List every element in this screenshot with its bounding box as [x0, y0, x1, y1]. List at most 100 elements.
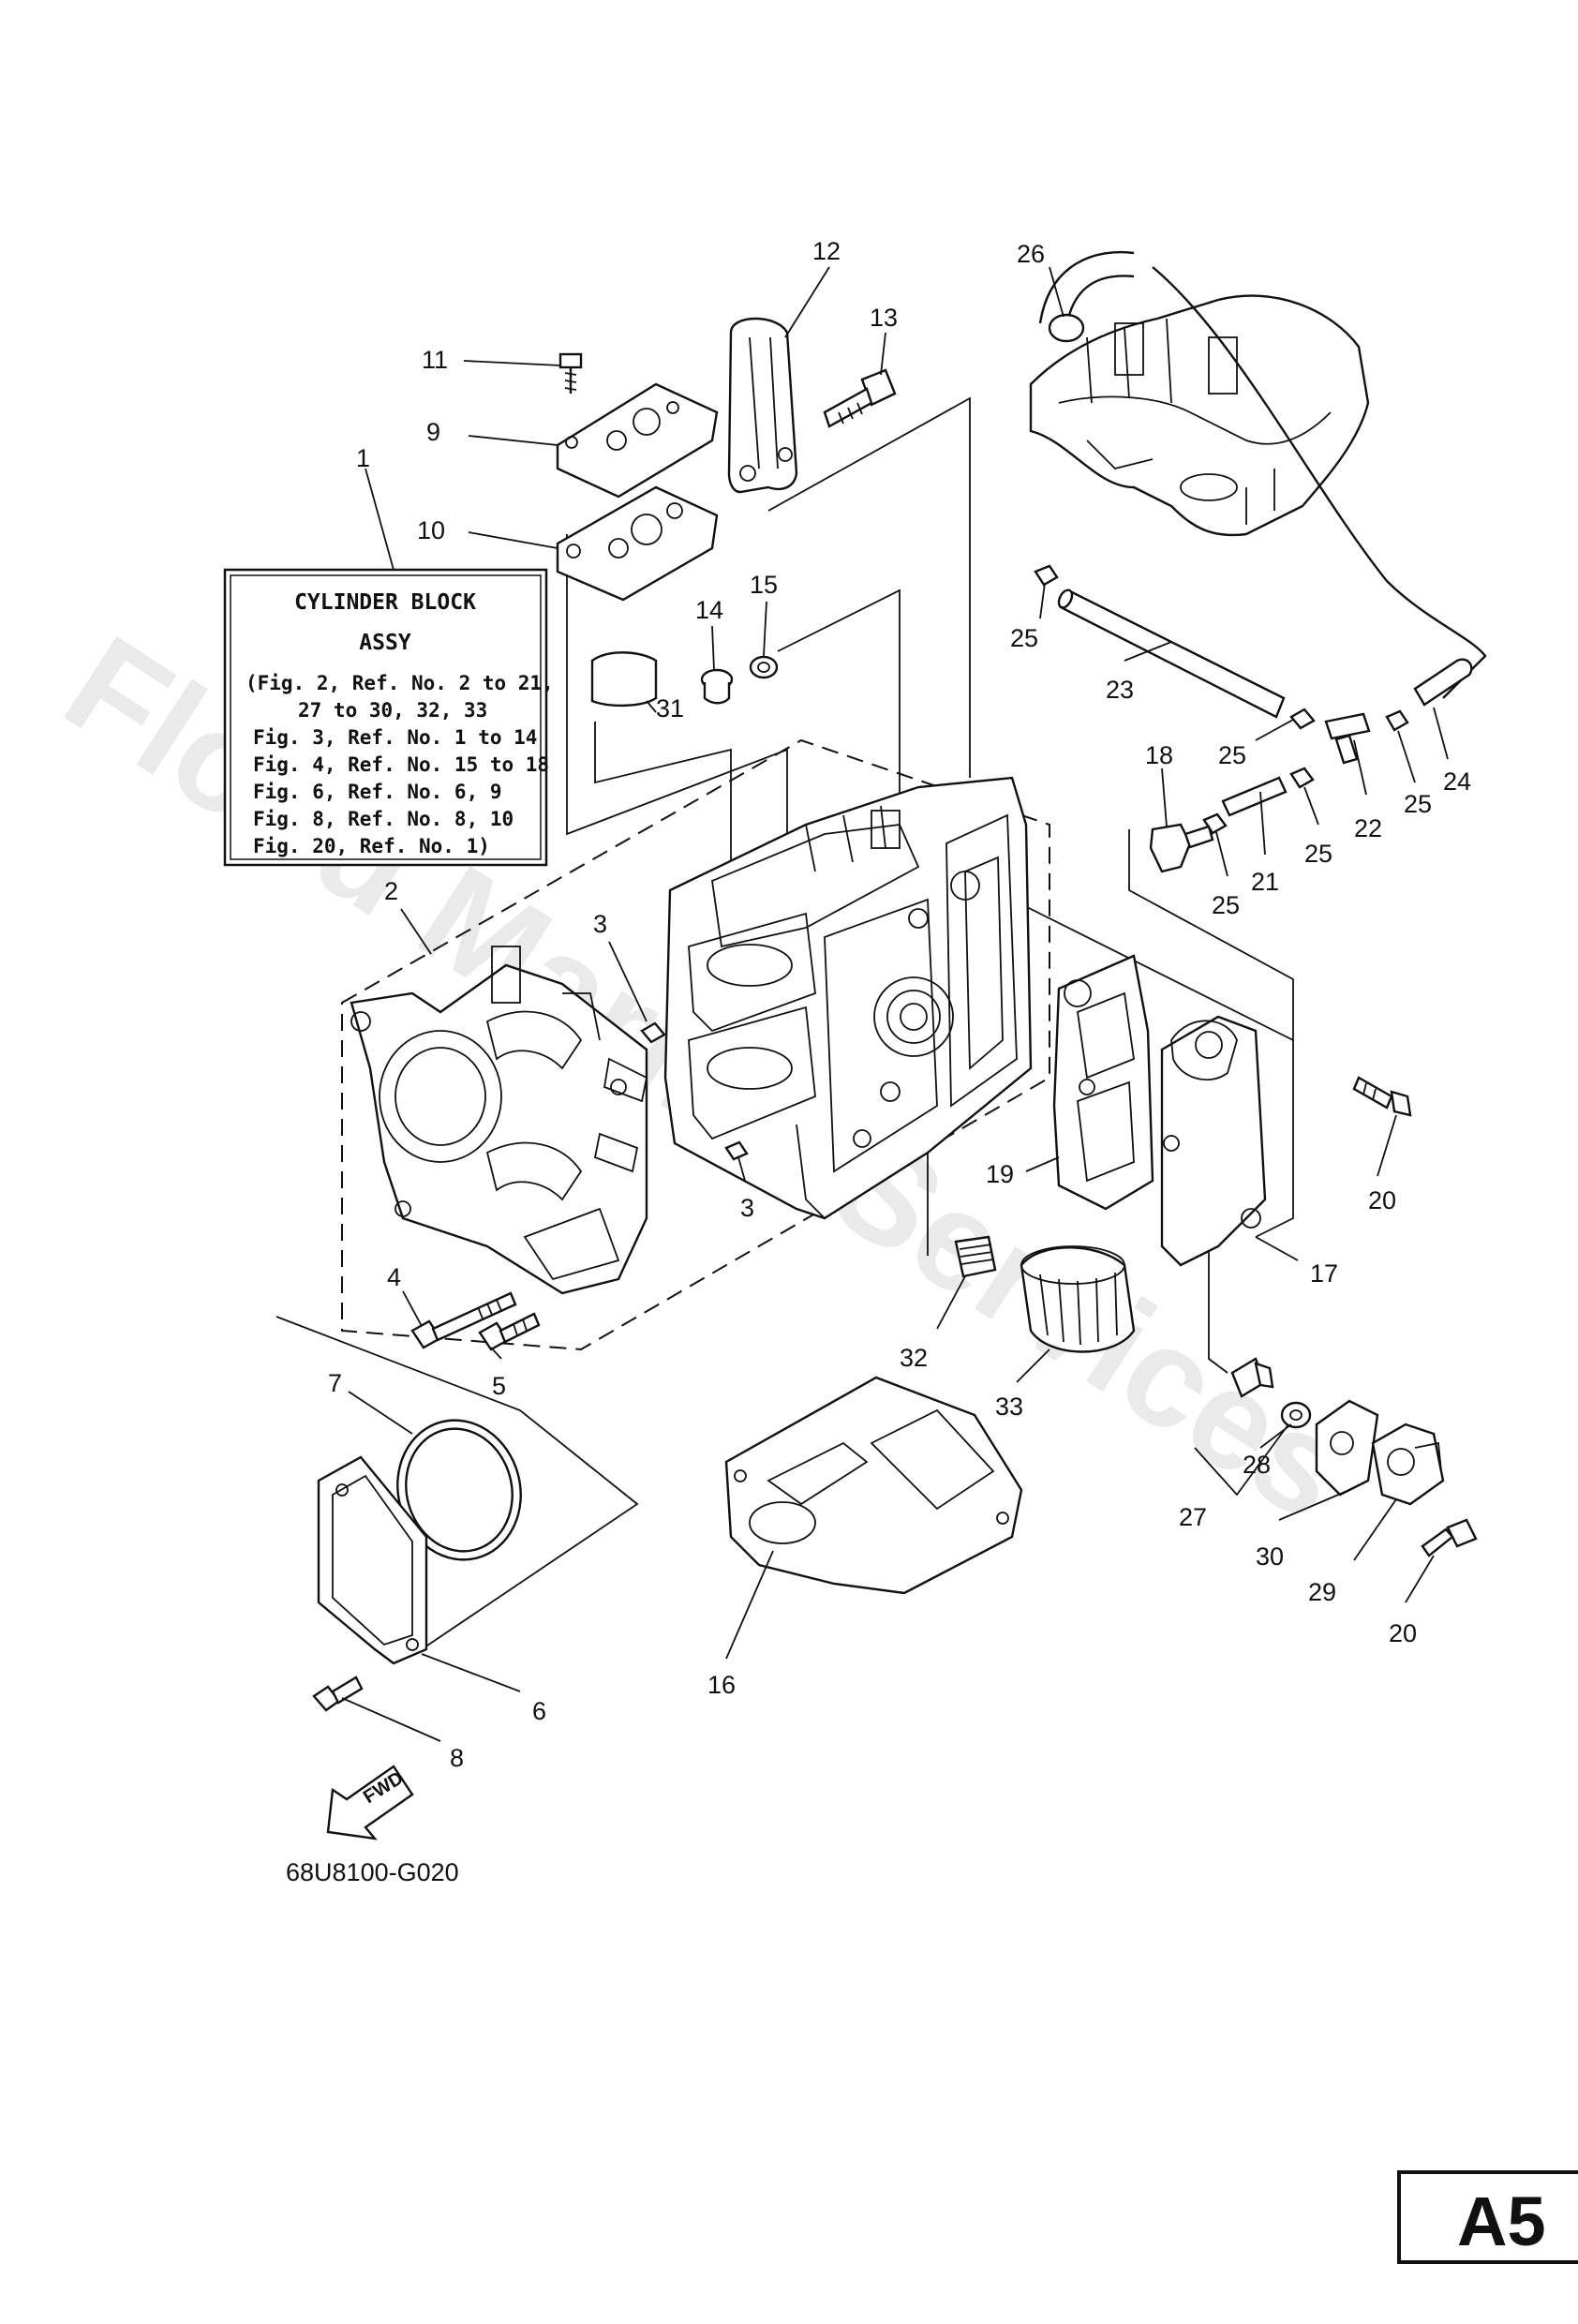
- fitting-22: [1324, 712, 1371, 765]
- gasket-30: [1315, 1399, 1379, 1497]
- callout-16: 16: [707, 1671, 736, 1699]
- clip-25-c: [1385, 709, 1409, 732]
- callout-20: 20: [1389, 1619, 1417, 1647]
- hose-inner: [1066, 275, 1135, 320]
- page-number-box: A5: [1397, 2170, 1578, 2264]
- gasket-16: [724, 1376, 1023, 1595]
- info-box-title-1: CYLINDER BLOCK: [294, 590, 476, 615]
- clip-25-d: [1289, 767, 1315, 789]
- bolt-20-b: [1421, 1518, 1478, 1557]
- washer-28: [1280, 1401, 1312, 1429]
- plate-9: [556, 382, 719, 499]
- info-box-line: Fig. 20, Ref. No. 1): [253, 835, 490, 857]
- callout-7: 7: [328, 1369, 342, 1397]
- callout-21: 21: [1251, 868, 1279, 896]
- callout-2: 2: [384, 877, 398, 905]
- callout-25: 25: [1010, 624, 1038, 652]
- callout-29: 29: [1308, 1578, 1336, 1606]
- callout-6: 6: [532, 1697, 546, 1725]
- callout-8: 8: [450, 1744, 464, 1772]
- info-box-line: Fig. 4, Ref. No. 15 to 18: [253, 753, 549, 776]
- dowel-pin-3-b: [724, 1140, 749, 1161]
- sleeve-31: [590, 651, 658, 708]
- callout-9: 9: [426, 418, 440, 446]
- callout-24: 24: [1443, 767, 1471, 796]
- cover-6: [317, 1455, 428, 1665]
- info-box-line: Fig. 6, Ref. No. 6, 9: [253, 781, 502, 803]
- fitting-27: [1230, 1357, 1274, 1398]
- info-box: CYLINDER BLOCK ASSY (Fig. 2, Ref. No. 2 …: [223, 568, 554, 867]
- callout-30: 30: [1256, 1542, 1284, 1571]
- dowel-pin-3-a: [640, 1021, 666, 1044]
- reference-line-cover: [275, 1316, 639, 1650]
- bottom-cowling: [1029, 294, 1370, 537]
- o-ring-7-inner: [405, 1427, 514, 1553]
- leader-lines: [341, 266, 1449, 1742]
- callout-10: 10: [417, 516, 445, 544]
- thermostat-cover-17: [1160, 1015, 1267, 1267]
- callout-20: 20: [1368, 1186, 1396, 1214]
- cylinder-block: [663, 776, 1033, 1220]
- gasket-10: [556, 485, 719, 602]
- callout-3: 3: [740, 1194, 754, 1222]
- callout-25: 25: [1304, 840, 1332, 868]
- callout-5: 5: [492, 1372, 506, 1400]
- callout-18: 18: [1145, 741, 1173, 769]
- crankcase-2: [350, 946, 648, 1295]
- callout-25: 25: [1218, 741, 1246, 769]
- washer-15: [749, 655, 779, 679]
- page-number: A5: [1457, 2182, 1546, 2260]
- bracket-12: [727, 317, 798, 494]
- clip-25-b: [1289, 708, 1316, 730]
- info-box-line: Fig. 8, Ref. No. 8, 10: [253, 808, 514, 830]
- callout-32: 32: [900, 1344, 928, 1372]
- callout-27: 27: [1179, 1503, 1207, 1531]
- washer-28-hole: [1289, 1409, 1303, 1421]
- fitting-32: [954, 1235, 997, 1278]
- assembly-boundary: [341, 738, 1050, 1351]
- callout-3: 3: [593, 910, 607, 938]
- bolt-5: [478, 1312, 541, 1351]
- callout-4: 4: [387, 1263, 401, 1291]
- info-box-line: (Fig. 2, Ref. No. 2 to 21,: [246, 672, 554, 694]
- callout-13: 13: [870, 304, 898, 332]
- bolt-8: [312, 1676, 364, 1712]
- callout-25: 25: [1404, 790, 1432, 818]
- reference-line-18: [1128, 829, 1294, 1040]
- reference-line-17: [1011, 899, 1294, 1238]
- callout-12: 12: [812, 237, 841, 265]
- callout-11: 11: [422, 346, 448, 374]
- plug-14: [700, 668, 734, 705]
- oil-filter-33: [1020, 1245, 1136, 1353]
- bolt-20-a: [1352, 1076, 1412, 1117]
- callout-25: 25: [1212, 891, 1240, 919]
- clip-25-a: [1034, 564, 1059, 587]
- info-box-line: 27 to 30, 32, 33: [298, 699, 487, 722]
- hose-24: [1413, 658, 1473, 707]
- callout-28: 28: [1243, 1451, 1271, 1479]
- drawing-code: 68U8100-G020: [286, 1858, 459, 1886]
- reference-line-12: [767, 396, 971, 778]
- info-box-line: Fig. 3, Ref. No. 1 to 14: [253, 726, 537, 749]
- callout-19: 19: [986, 1160, 1014, 1188]
- callout-22: 22: [1354, 814, 1382, 842]
- callout-23: 23: [1106, 676, 1134, 704]
- fitting-18: [1149, 823, 1214, 873]
- bolt-13: [823, 368, 897, 428]
- bolt-4: [410, 1291, 517, 1349]
- callout-1: 1: [356, 444, 370, 472]
- callout-15: 15: [750, 571, 778, 599]
- callout-26: 26: [1017, 240, 1045, 268]
- info-box-title-2: ASSY: [359, 631, 411, 655]
- callout-17: 17: [1310, 1259, 1338, 1288]
- anode-29: [1371, 1423, 1445, 1506]
- hose-21: [1221, 776, 1288, 817]
- washer-15-hole: [757, 662, 770, 673]
- bolt-11: [558, 352, 583, 394]
- callout-31: 31: [656, 694, 684, 723]
- callout-numbers: 1 2 3 3 4 5 6 7 8 9 10 11 12 13 14 15 16…: [328, 237, 1471, 1772]
- reference-line-31: [594, 722, 732, 890]
- hose-clip-26: [1048, 313, 1085, 343]
- hose: [1038, 251, 1487, 699]
